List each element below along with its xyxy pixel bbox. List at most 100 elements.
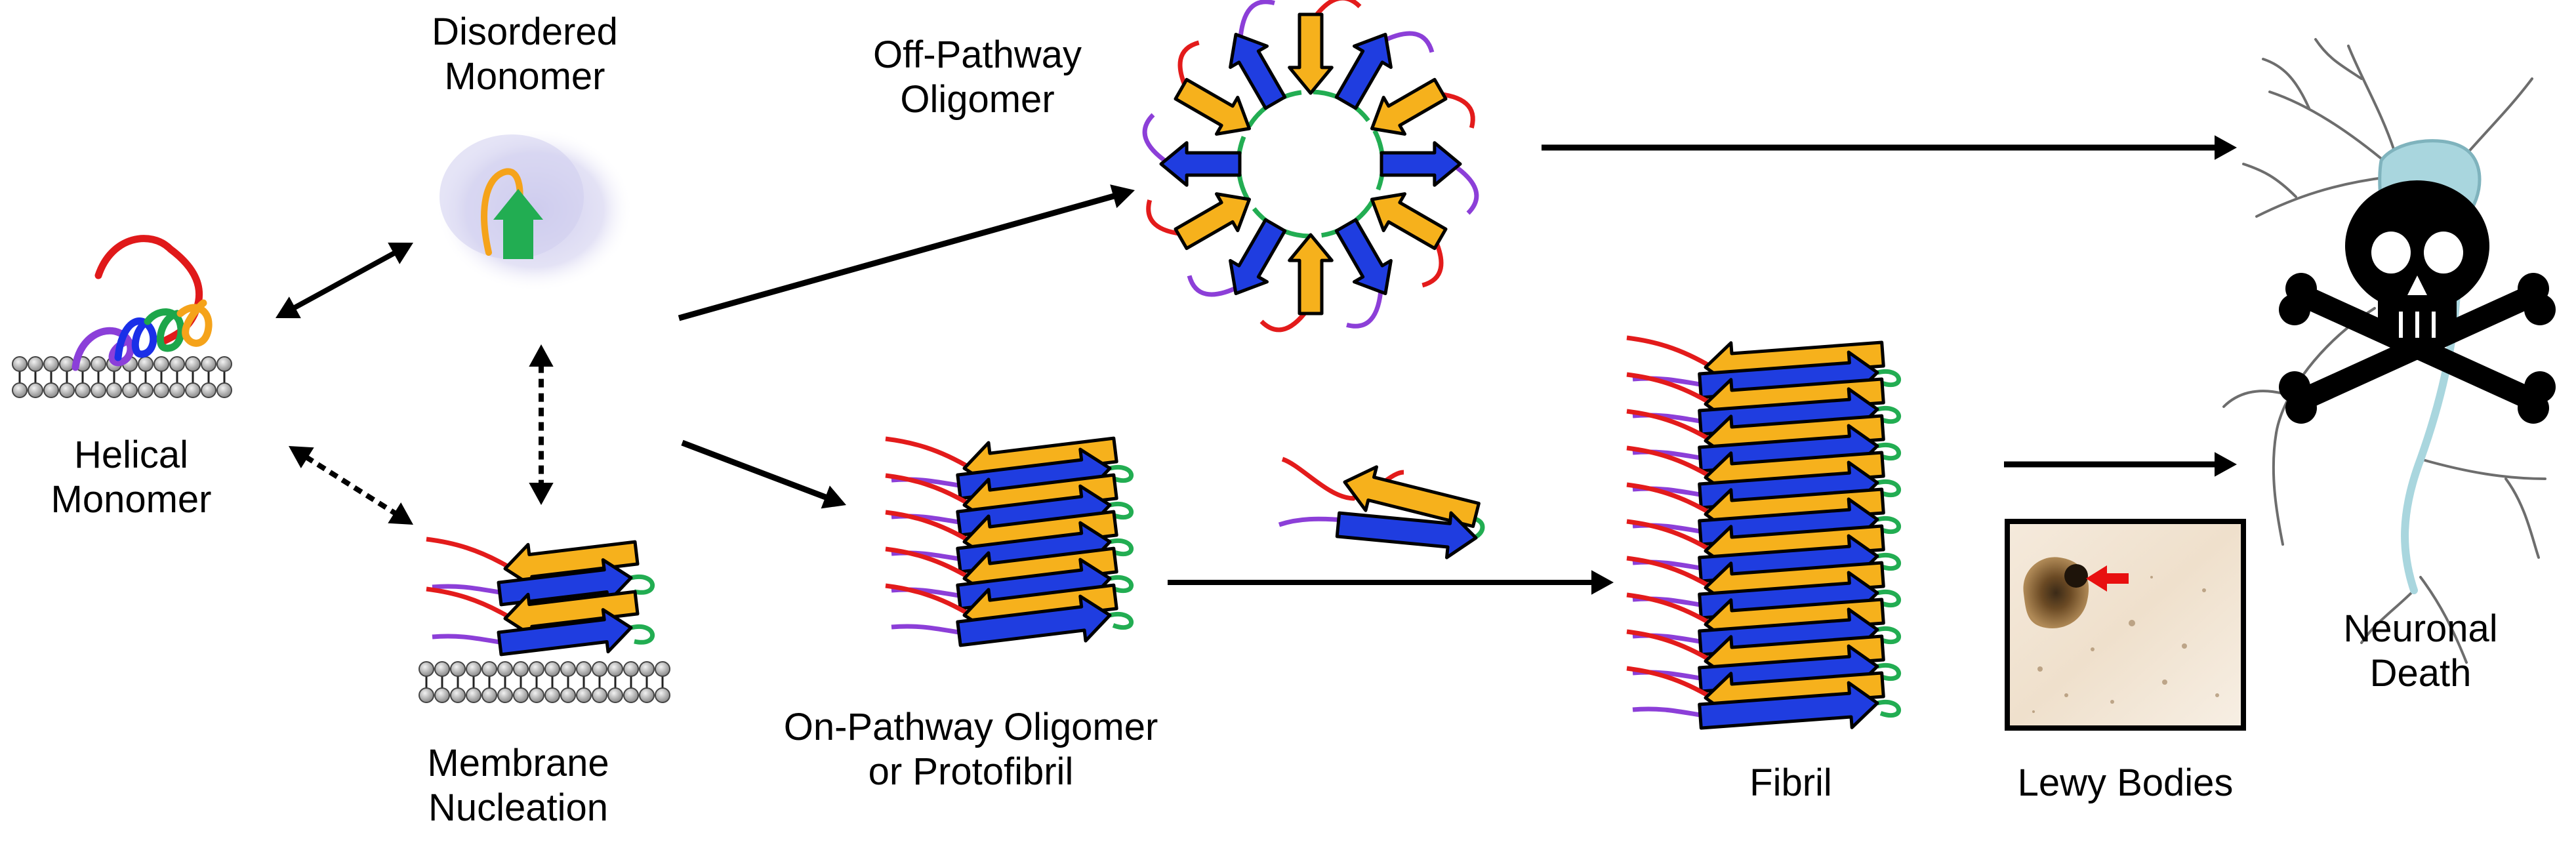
lipid-head	[497, 661, 513, 677]
blue-beta-strand	[1698, 681, 1879, 730]
green-loop	[1877, 552, 1901, 571]
red-tail	[1626, 445, 1713, 480]
blue-beta-strand	[1159, 141, 1242, 187]
arrow-to-off-pathway	[678, 184, 1135, 321]
lipid-head	[466, 661, 481, 677]
lipid-head	[623, 661, 639, 677]
arrow-shaft	[291, 250, 398, 311]
lipid-head	[655, 687, 670, 703]
red-tail	[1626, 372, 1713, 407]
green-loop	[1109, 501, 1134, 520]
label-line: Helical	[73, 434, 189, 476]
red-tail	[1626, 629, 1713, 664]
blue-beta-strand	[1229, 218, 1287, 295]
label-helical-monomer: Helical Monomer	[20, 433, 243, 523]
red-tail	[426, 537, 513, 571]
green-loop	[1877, 626, 1901, 645]
label-line: Monomer	[51, 478, 212, 521]
green-loop	[1877, 479, 1901, 498]
red-tail	[1281, 456, 1355, 501]
green-loop-ring	[1236, 89, 1385, 239]
lipid-head	[544, 661, 560, 677]
lipid-membrane-icon	[419, 661, 670, 703]
speckle	[2182, 643, 2187, 649]
red-tail	[885, 436, 972, 471]
lipid-head	[12, 356, 28, 372]
label-line: Disordered	[432, 10, 618, 53]
red-tail	[1626, 409, 1713, 443]
green-loop	[1877, 405, 1901, 424]
arrow-head	[2215, 452, 2237, 477]
label-line: Death	[2369, 652, 2472, 695]
lipid-head	[75, 382, 91, 398]
green-loop	[1109, 464, 1134, 483]
orange-beta-strand	[1174, 192, 1251, 251]
label-on-pathway-oligomer: On-Pathway Oligomer or Protofibril	[761, 705, 1181, 795]
blue-beta-strand	[1229, 33, 1287, 110]
helical-monomer-group	[12, 235, 232, 398]
dendrite	[2504, 477, 2540, 559]
lipid-head	[497, 687, 513, 703]
lipid-head	[153, 382, 169, 398]
arrow-head	[529, 344, 554, 367]
fibril-stack	[1626, 335, 1901, 730]
lipid-head	[434, 661, 450, 677]
lipid-head	[138, 356, 153, 372]
green-loop	[1109, 538, 1134, 557]
purple-tail	[891, 624, 968, 636]
red-tail	[426, 586, 513, 621]
dendrite	[2465, 77, 2533, 155]
speckle	[2162, 680, 2167, 685]
helix-purple-segment	[72, 327, 134, 371]
lipid-head	[169, 382, 185, 398]
orange-beta-strand	[1288, 233, 1334, 315]
speckle	[2037, 666, 2043, 672]
green-loop	[1877, 369, 1901, 388]
lipid-head	[91, 356, 106, 372]
speckle	[2091, 647, 2095, 651]
lipid-head	[560, 687, 576, 703]
label-line: Neuronal	[2343, 607, 2498, 650]
red-tail	[1626, 556, 1713, 590]
lipid-head	[576, 687, 592, 703]
lipid-head	[91, 382, 106, 398]
lipid-head	[560, 661, 576, 677]
lewy-pointer-arrow	[2086, 565, 2129, 592]
off-pathway-oligomer	[1142, 0, 1479, 333]
lipid-head	[185, 382, 201, 398]
label-line: Oligomer	[900, 78, 1055, 121]
green-loop	[1877, 516, 1901, 535]
ring-tail	[1142, 113, 1171, 166]
lipid-head	[639, 661, 655, 677]
lipid-head	[434, 687, 450, 703]
green-loop	[1877, 662, 1901, 681]
speckle	[2202, 588, 2206, 592]
lipid-head	[12, 382, 28, 398]
lipid-head	[592, 687, 607, 703]
red-tail	[885, 510, 972, 544]
arrow-to-on-pathway	[681, 439, 846, 509]
orange-beta-strand	[1288, 12, 1334, 95]
label-neuronal-death: Neuronal Death	[2316, 607, 2525, 697]
arrow-head	[529, 483, 554, 505]
membrane-nucleation-group	[419, 537, 670, 703]
dendrite	[2360, 589, 2415, 644]
dendrite	[2419, 458, 2546, 480]
lipid-head	[216, 382, 232, 398]
red-tail	[1626, 482, 1713, 517]
label-line: Membrane	[427, 742, 609, 784]
lipid-head	[450, 661, 466, 677]
lipid-head	[169, 356, 185, 372]
arrow-shaft	[304, 454, 398, 517]
lipid-head	[529, 687, 544, 703]
lipid-head	[639, 687, 655, 703]
lipid-head	[607, 661, 623, 677]
label-fibril: Fibril	[1749, 761, 1832, 804]
green-loop	[630, 574, 655, 595]
lipid-head	[201, 382, 216, 398]
label-line: On-Pathway Oligomer	[783, 706, 1158, 748]
lipid-head	[481, 687, 497, 703]
label-line: Monomer	[444, 55, 605, 98]
arrow-head	[1591, 570, 1614, 595]
arrow-head	[388, 242, 413, 264]
